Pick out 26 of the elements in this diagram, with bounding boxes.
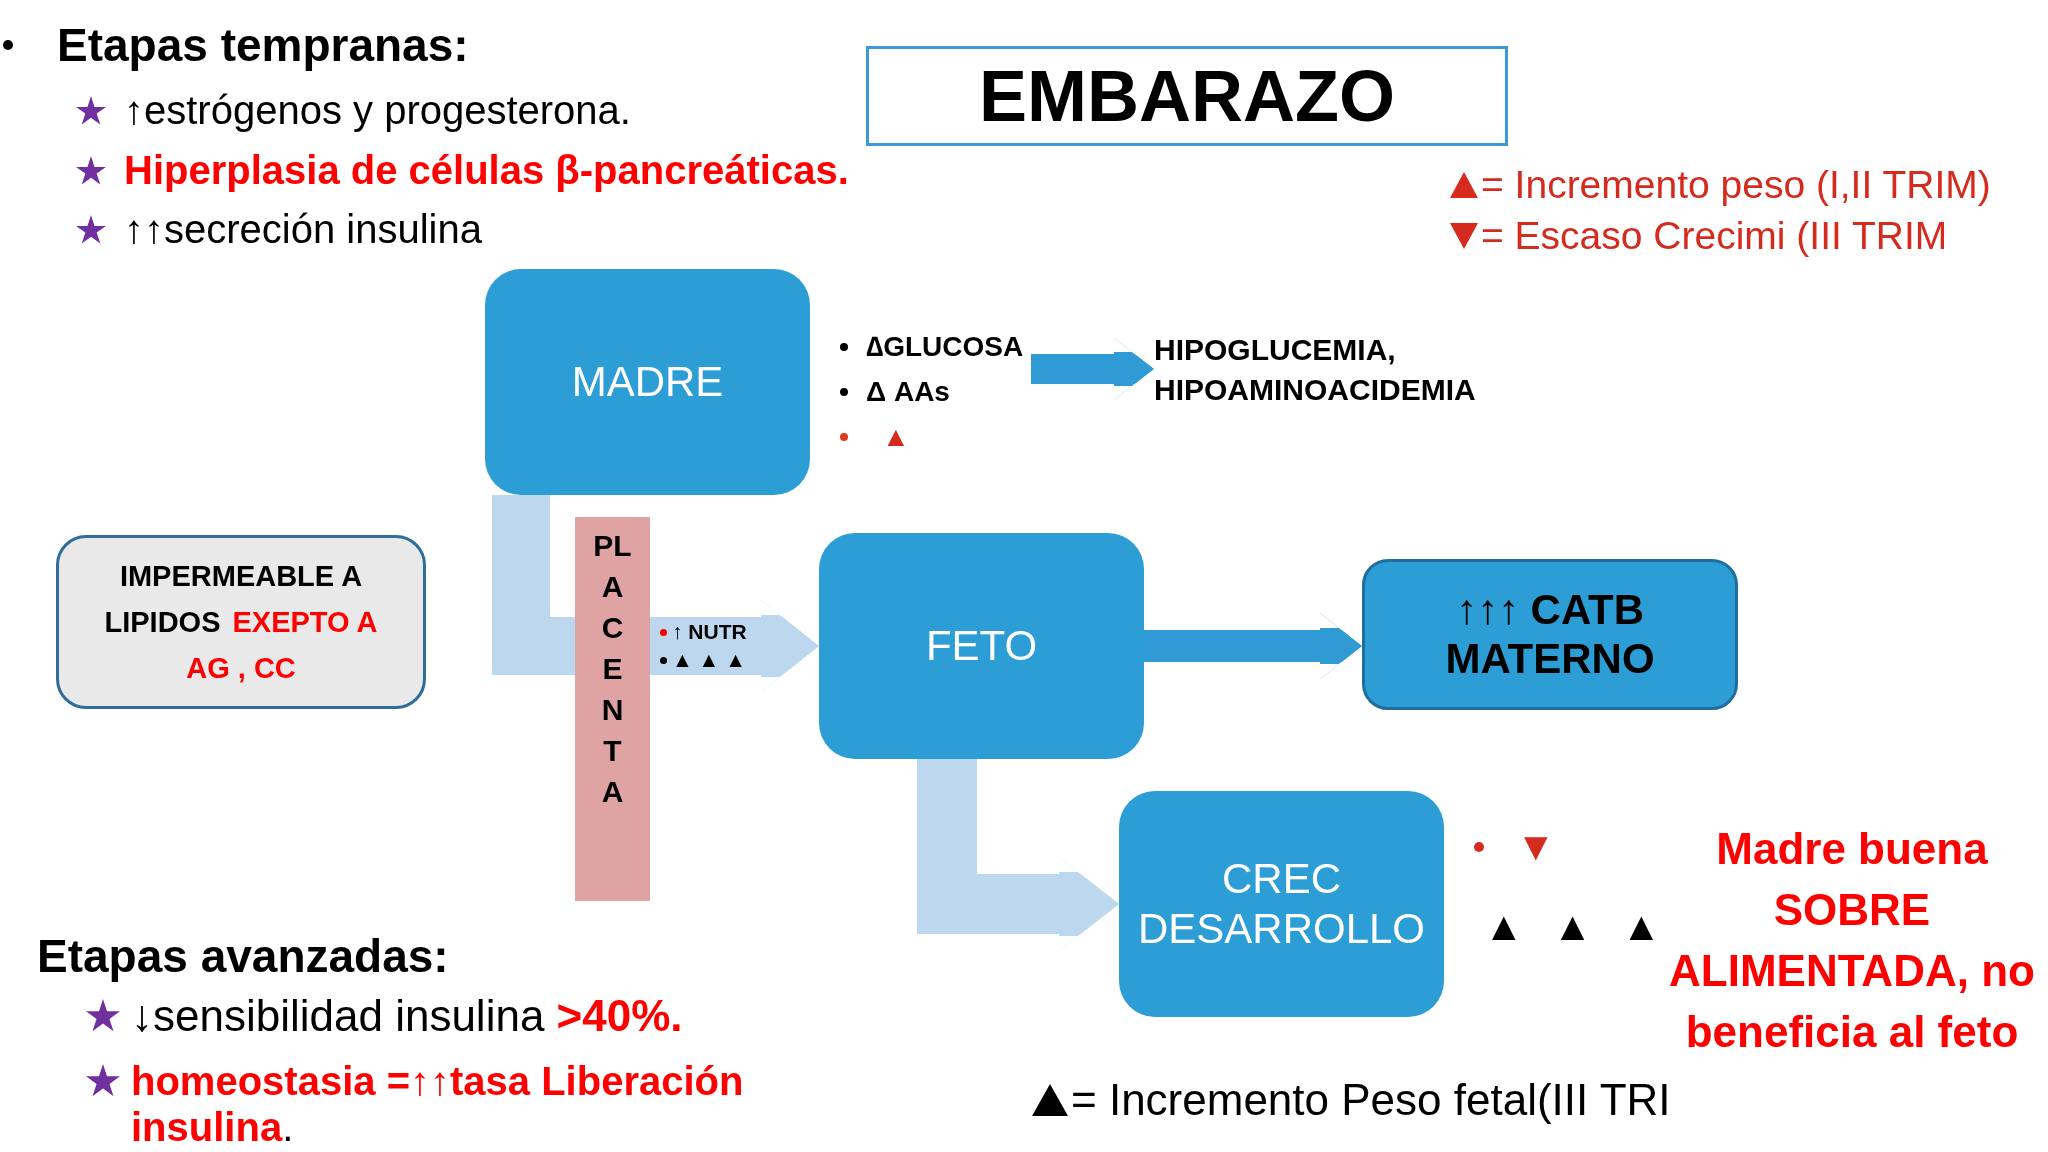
note-box [56,535,426,709]
outcome-text: HIPOGLUCEMIA, HIPOAMINOACIDEMIA [1154,330,1539,410]
annotation: ▲ ▲ ▲ [1484,903,1661,950]
list-item: ∆GLUCOSA [866,330,1024,364]
list-item: ▲ [882,420,910,454]
note-text: IMPERMEABLE A LIPIDOS EXEPTO A AG , CC [103,559,379,686]
legend-text: = Incremento peso (I,II TRIM) [1481,162,1991,208]
list-item: Hiperplasia de células β-pancreáticas. [124,147,849,194]
heading: Etapas avanzadas: [37,929,449,984]
placenta-band: PL A C E N T A [575,517,650,901]
heading: Etapas tempranas: [57,18,469,73]
note-text: Madre buena SOBRE ALIMENTADA, no beneficia al feto [1668,823,2036,1058]
list-item: ↑↑secreción insulina [124,206,482,253]
legend-text: = Escaso Crecimi (III TRIM [1481,213,1948,259]
edge-label: ↑ NUTR ▲ ▲ ▲ [672,619,748,673]
list-item: ↓sensibilidad insulina >40%. [131,990,683,1042]
process-box: CREC DESARROLLO [1119,791,1444,1017]
process-box: FETO [819,533,1144,759]
process-box: MADRE [485,269,810,495]
diagram-title: EMBARAZO [866,46,1508,146]
annotation: ▼ [1516,823,1556,870]
list-item: Δ AAs [866,375,950,409]
process-box: ↑↑↑ CATB MATERNO [1362,559,1738,710]
list-item: homeostasia =↑↑tasa Liberación insulina. [131,1058,745,1150]
legend-text: = Incremento Peso fetal(III TRI [1071,1074,1671,1126]
list-item: ↑estrógenos y progesterona. [124,87,631,134]
